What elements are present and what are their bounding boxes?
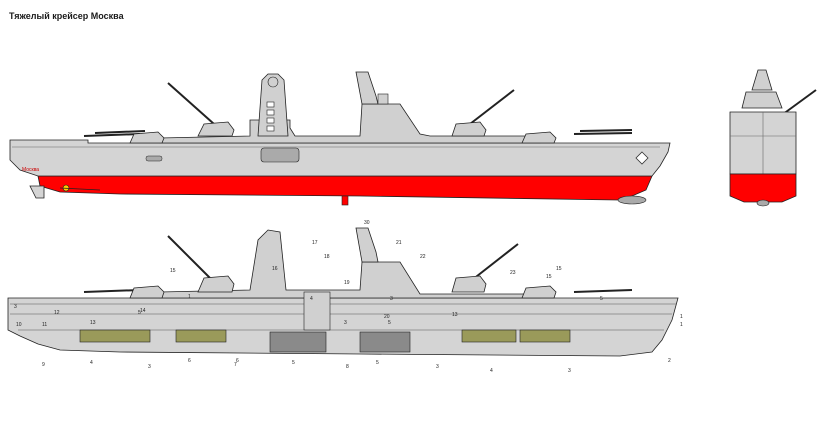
callout-label-c1a: 1 (680, 314, 683, 320)
callout-label-c4a: 4 (90, 360, 93, 366)
callout-label-c9: 9 (42, 362, 45, 368)
turret-3 (451, 121, 487, 137)
cutaway-turrets (129, 275, 557, 299)
callout-label-c3d: 3 (436, 364, 439, 370)
callout-label-c15c: 15 (546, 274, 552, 280)
callout-label-c7: 7 (234, 362, 237, 368)
callout-label-c5d: 5 (388, 320, 391, 326)
rudder (29, 185, 45, 199)
callout-label-c4b: 4 (490, 368, 493, 374)
turret-2 (197, 121, 235, 137)
callout-label-c3f: 3 (344, 320, 347, 326)
hull-hatch (260, 147, 300, 163)
side-profile: Москва (9, 71, 671, 206)
callout-label-c12: 12 (54, 310, 60, 316)
callout-label-c17: 17 (312, 240, 318, 246)
front-view (729, 69, 817, 207)
callout-label-c30: 30 (364, 220, 370, 226)
callout-label-c3e: 3 (568, 368, 571, 374)
drawing-title: Тяжелый крейсер Москва (9, 11, 124, 21)
callout-label-c3b: 3 (148, 364, 151, 370)
callout-label-c13a: 13 (90, 320, 96, 326)
bow-emblem-icon (635, 151, 649, 165)
underwater-hull (37, 175, 653, 201)
callout-label-c20: 20 (384, 314, 390, 320)
bow-bulb (617, 195, 647, 205)
callout-label-c5a: 5 (292, 360, 295, 366)
superstructure (159, 103, 541, 144)
callout-label-c15b: 15 (556, 266, 562, 272)
callout-label-c5e: 5 (600, 296, 603, 302)
turret-4 (521, 131, 557, 144)
callout-label-c5b: 5 (376, 360, 379, 366)
front-superstructure (741, 91, 783, 109)
callout-label-c4c: 4 (310, 296, 313, 302)
callout-label-c10: 10 (16, 322, 22, 328)
callout-label-c15a: 15 (170, 268, 176, 274)
callout-label-c5c: 5 (138, 310, 141, 316)
hull (9, 139, 671, 177)
front-underwater-hull (729, 173, 797, 203)
cutaway-profile (7, 227, 679, 357)
hull-name-label: Москва (22, 167, 39, 173)
turret-1 (129, 131, 165, 144)
callout-label-c11: 11 (42, 322, 47, 328)
funnel (355, 71, 379, 105)
tower-windows (266, 101, 275, 132)
callout-label-c6b: 6 (236, 358, 239, 364)
callout-label-c1b: 1 (680, 322, 683, 328)
cutaway-hull (7, 297, 679, 357)
cutaway-gun-barrels (83, 235, 633, 293)
callout-label-c21: 21 (396, 240, 402, 246)
cutaway-superstructure (159, 229, 541, 299)
callout-label-c14: 14 (140, 308, 146, 314)
callout-label-c2: 2 (668, 358, 671, 364)
callout-label-c8: 8 (346, 364, 349, 370)
callout-label-c3a: 3 (14, 304, 17, 310)
callout-label-c19: 19 (344, 280, 350, 286)
callout-label-c18: 18 (324, 254, 330, 260)
callout-label-c16: 16 (272, 266, 278, 272)
callout-label-c23: 23 (510, 270, 516, 276)
callout-label-c1c: 1 (188, 294, 191, 300)
front-mast (751, 69, 773, 91)
callout-label-c13b: 13 (452, 312, 458, 318)
gun-barrels (83, 82, 633, 137)
callout-label-c6a: 6 (188, 358, 191, 364)
cutaway-funnel (355, 227, 379, 263)
callout-label-c22: 22 (420, 254, 426, 260)
compartments (79, 291, 571, 353)
callout-label-c3c: 3 (390, 296, 393, 302)
